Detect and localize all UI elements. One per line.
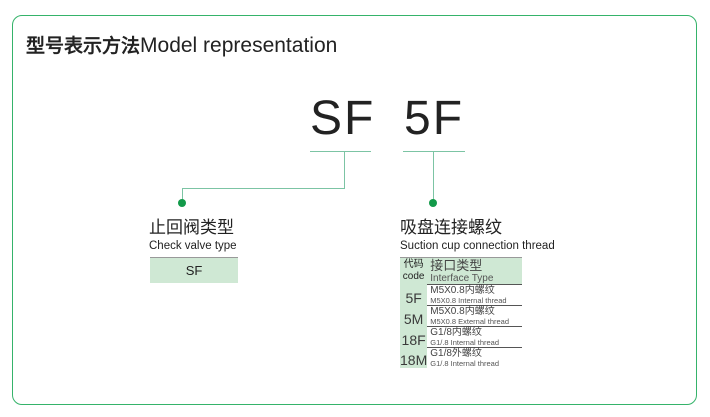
model-part-valve: SF — [310, 92, 376, 145]
connector — [433, 151, 434, 201]
row-type-cn: G1/8内螺纹 — [430, 327, 482, 338]
thread-title-en: Suction cup connection thread — [400, 240, 555, 252]
page-title: 型号表示方法Model representation — [26, 33, 337, 59]
title-en: Model representation — [140, 34, 338, 57]
row-type-en: M5X0.8 External thread — [430, 317, 510, 326]
marker-dot — [429, 199, 437, 207]
model-part-thread: 5F — [404, 92, 465, 145]
connector — [182, 188, 345, 189]
valve-value: SF — [150, 257, 238, 283]
row-code: 5M — [400, 305, 428, 327]
row-code: 18M — [400, 347, 428, 368]
content-frame — [12, 15, 697, 405]
header-type-en: Interface Type — [430, 273, 494, 284]
valve-title-en: Check valve type — [149, 240, 237, 252]
row-type-cn: M5X0.8内螺纹 — [430, 306, 495, 317]
header-type-cn: 接口类型 — [430, 258, 483, 273]
header-code-cn: 代码 — [403, 259, 424, 271]
row-type-en: M5X0.8 Internal thread — [430, 296, 507, 305]
underline-2 — [403, 151, 465, 152]
title-cn: 型号表示方法 — [26, 35, 141, 57]
row-type-en: G1/.8 Internal thread — [430, 338, 500, 347]
connector — [182, 188, 183, 201]
marker-dot — [178, 199, 186, 207]
row-type-en: G1/.8 Internal thread — [430, 359, 500, 368]
connector — [344, 151, 345, 189]
row-code: 18F — [400, 326, 428, 348]
row-code: 5F — [400, 284, 428, 306]
header-code-en: code — [402, 271, 425, 283]
underline-1 — [310, 151, 371, 152]
row-type-cn: M5X0.8内螺纹 — [430, 285, 495, 296]
row-type-cn: G1/8外螺纹 — [430, 348, 482, 359]
thread-title-cn: 吸盘连接螺纹 — [400, 218, 502, 237]
valve-title-cn: 止回阀类型 — [149, 218, 234, 237]
